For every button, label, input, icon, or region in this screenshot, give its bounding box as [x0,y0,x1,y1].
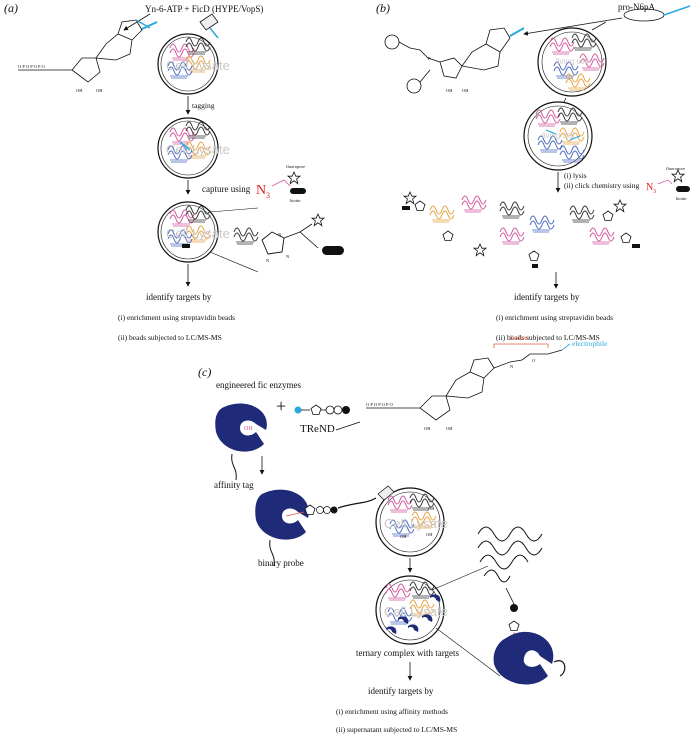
svg-text:N: N [510,364,514,369]
svg-text:OH: OH [96,88,103,93]
click-label: (ii) click chemistry using [564,181,639,190]
panel-b-reagent: pro-N6pA [618,2,655,12]
living-cell-b1: living cell [537,21,607,97]
panel-a-label: (a) [4,1,18,15]
cell-lysate-label-a3: Cell Lysate [166,226,230,241]
lysate-circle-c1: Cell Lysate OH OH OH [375,485,448,557]
zoom-lines-c [431,565,501,677]
cell-lysate-label-a1: Cell Lysate [166,58,230,73]
svg-text:OH: OH [426,532,433,537]
svg-text:OH: OH [400,534,407,539]
svg-text:O: O [532,358,536,363]
svg-text:OH: OH [462,88,469,93]
biotin-pill-b [676,186,690,192]
panel-b-label: (b) [376,1,390,15]
lysate-circle-a3: Cell Lysate [157,201,230,263]
atp-structure-a: O P O P O P O OH OH [18,19,151,93]
ternary-complex-detail [477,526,566,685]
fluorophore-star-b [671,169,685,183]
method1-b: (i) enrichment using streptavidin beads [496,313,613,322]
svg-text:N: N [286,254,290,259]
linker-bracket [493,343,549,348]
electrophile-label: electrophile [572,339,608,348]
fluorophore-star-a [287,171,301,185]
svg-text:O P O P O P O: O P O P O P O [18,64,46,69]
trend-probe [294,404,350,415]
cell-lysate-label-a2: Cell Lysate [166,142,230,157]
lysate-circle-a2: Cell Lysate [157,117,230,179]
method1-a: (i) enrichment using streptavidin beads [118,313,235,322]
lysate-circle-a1: Cell Lysate [157,13,230,95]
svg-text:OH: OH [76,88,83,93]
ternary-label: ternary complex with targets [356,648,460,658]
svg-text:N: N [278,232,282,237]
trend-structure: O P O P O P O OH OH N O [366,349,563,431]
azide-sub-a: 3 [266,191,270,200]
enzymes-label: engineered fic enzymes [216,380,301,390]
trend-pointer [335,421,361,431]
identify-label-a: identify targets by [146,292,212,302]
svg-text:O P O P O P O: O P O P O P O [366,402,394,407]
identify-label-c: identify targets by [368,686,434,696]
pro-n6pa-structure: P OH OH [384,27,511,94]
lysate-circle-c2: Cell Lysate [375,575,448,645]
svg-text:N: N [266,258,270,263]
azide-n-b: N [646,182,653,193]
reagent-arrow-b [523,17,623,36]
alkyne-tag-b [509,27,525,37]
binary-probe-label: binary probe [258,558,304,568]
alkyne-tag-a [141,21,158,30]
svg-text:OH: OH [424,426,431,431]
panel-b: (b) P OH OH pro-N6pA livin [376,1,691,342]
living-cell-b2: living cell [523,101,593,171]
svg-text:OH: OH [446,426,453,431]
fluoropore-label-b: fluoropore [666,166,685,171]
plus-sign: + [276,396,286,416]
triazole-detail-a: N N N [233,213,344,263]
method1-c: (i) enrichment using affinity methods [336,707,448,716]
method2-a: (ii) beads subjected to LC/MS-MS [118,333,222,342]
affinity-tag-label: affinity tag [214,480,254,490]
living-cell-label-b1: living cell [556,57,589,66]
biotin-pill-a [290,188,306,194]
panel-a: (a) Yn-6-ATP + FicD (HYPE/VopS) O P O P … [4,1,344,342]
method2-c: (ii) supernatant subjected to LC/MS-MS [336,725,457,734]
oh-label-c1: OH [244,426,253,432]
capture-label: capture using [202,184,251,194]
lysis-label: (i) lysis [564,171,587,180]
svg-text:OH: OH [446,88,453,93]
cell-lysate-label-c1: Cell Lysate [384,516,448,531]
fluoropore-label-a: fluoropore [286,164,305,169]
svg-text:OH: OH [428,506,435,511]
cell-lysate-label-c2: Cell Lysate [384,604,448,619]
zoom-lines-a [209,207,259,273]
panel-c-label: (c) [198,365,211,379]
living-cell-label-b2: living cell [542,131,575,140]
identify-label-b: identify targets by [514,292,580,302]
trend-label: TReND [300,423,335,435]
panel-a-reagent: Yn-6-ATP + FicD (HYPE/VopS) [145,4,263,14]
step-tagging: tagging [192,101,215,110]
linker-label: linker [510,333,528,342]
panel-c: (c) engineered fic enzymes OH affinity t… [198,333,608,734]
biotin-label-a: biotin [290,198,301,203]
binary-probe-enzyme [255,489,338,567]
azide-n-a: N [256,183,266,198]
method2-b: (ii) beads subjected to LC/MS-MS [496,333,600,342]
biotin-label-b: biotin [676,196,687,201]
azide-sub-b: 3 [653,189,656,195]
probe-feed-line [337,497,377,509]
labelled-proteins-b [402,191,640,268]
reagent-tail-b [663,5,691,16]
svg-text:P: P [428,56,431,61]
fic-enzyme-1: OH [215,403,267,481]
